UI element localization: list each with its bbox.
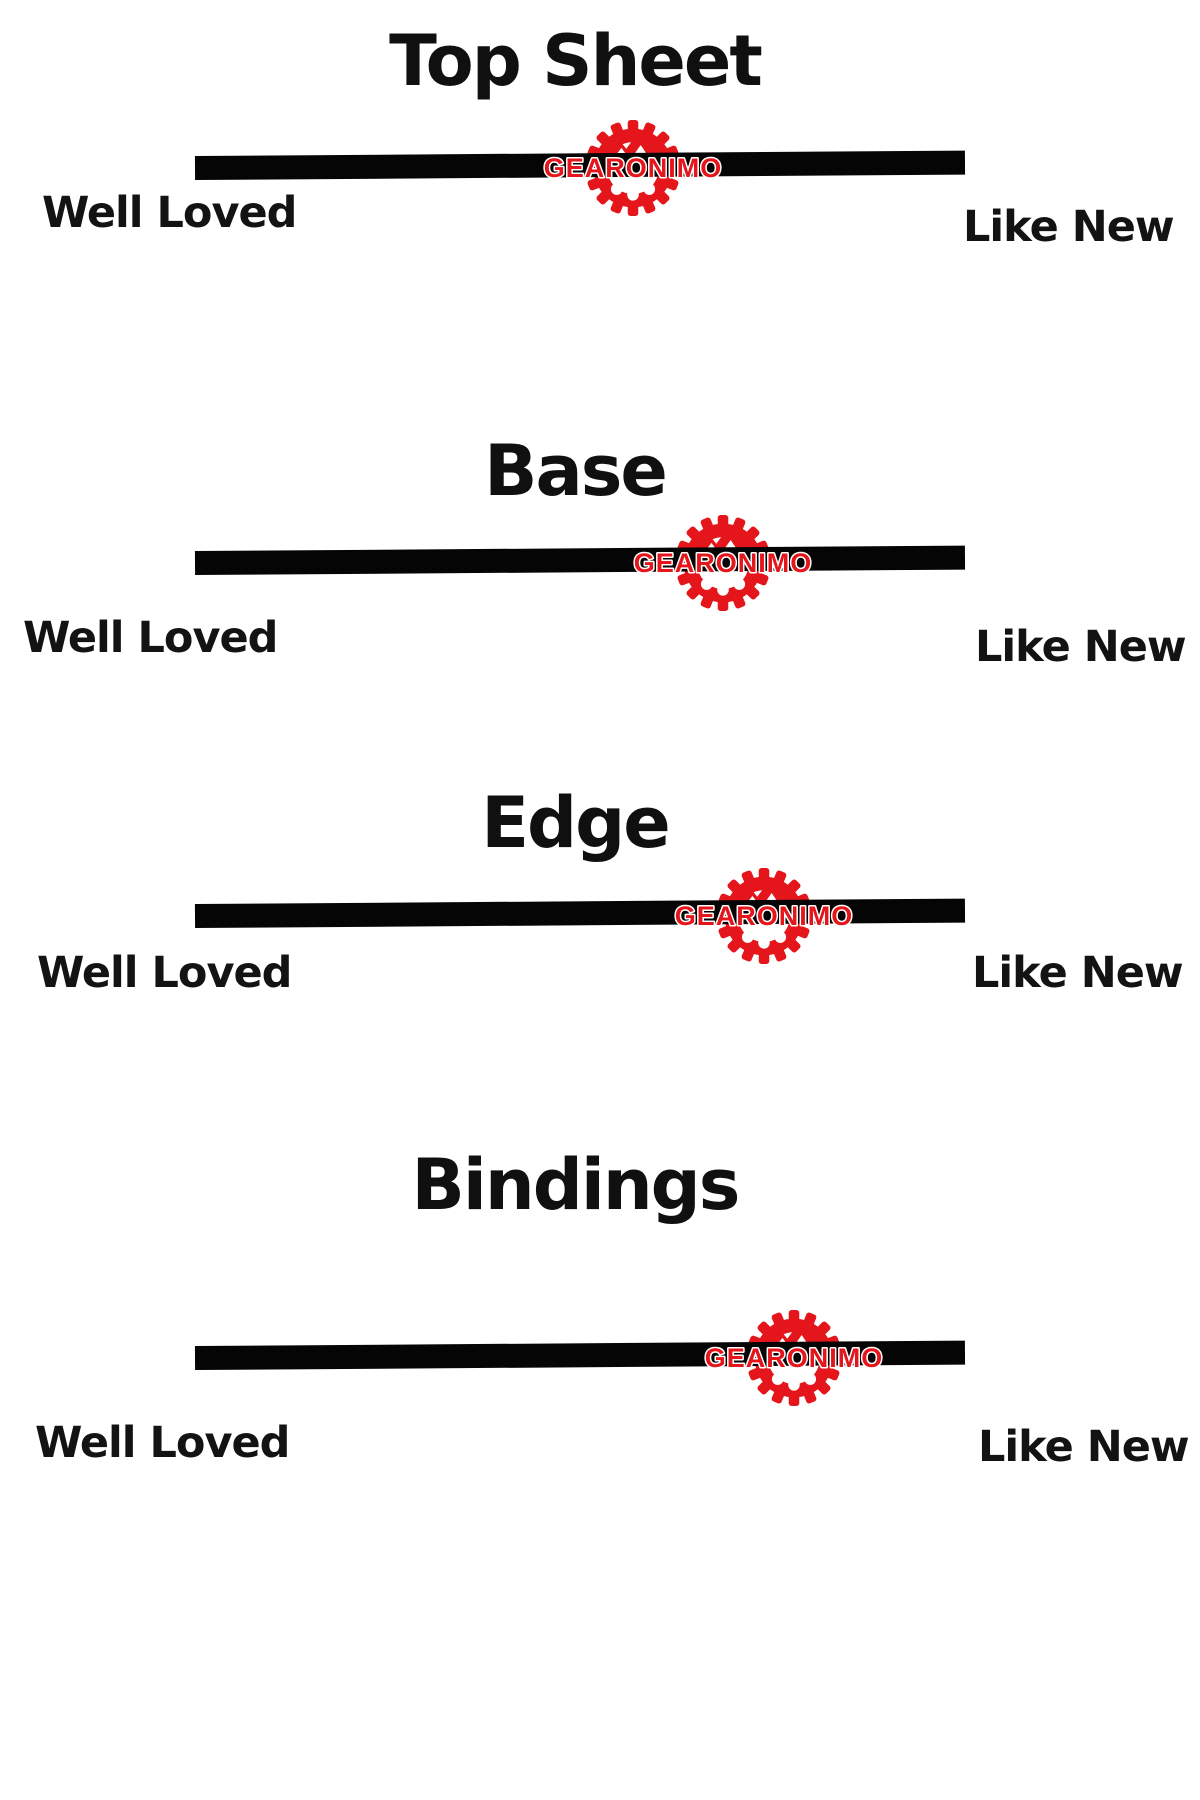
scale-label-left: Well Loved — [35, 1418, 290, 1468]
condition-marker[interactable]: GEARONIMO — [523, 113, 743, 223]
gearonimo-logo-text: GEARONIMO — [705, 1343, 884, 1373]
scale-label-right: Like New — [972, 948, 1184, 998]
condition-marker[interactable]: GEARONIMO — [613, 508, 833, 618]
section-title: Top Sheet — [389, 20, 763, 102]
condition-marker[interactable]: GEARONIMO — [684, 1303, 904, 1413]
scale-label-right: Like New — [975, 622, 1187, 672]
gearonimo-logo-text: GEARONIMO — [544, 153, 723, 183]
section-title: Edge — [481, 782, 671, 864]
section-title: Bindings — [411, 1144, 741, 1226]
scale-label-left: Well Loved — [23, 613, 278, 663]
gearonimo-logo-text: GEARONIMO — [634, 548, 813, 578]
slider-track[interactable] — [194, 545, 966, 575]
condition-marker[interactable]: GEARONIMO — [654, 861, 874, 971]
scale-label-right: Like New — [978, 1422, 1190, 1472]
scale-label-right: Like New — [963, 202, 1175, 252]
section-title: Base — [484, 430, 668, 512]
gearonimo-logo-text: GEARONIMO — [675, 901, 854, 931]
scale-label-left: Well Loved — [37, 948, 292, 998]
scale-label-left: Well Loved — [42, 188, 297, 238]
